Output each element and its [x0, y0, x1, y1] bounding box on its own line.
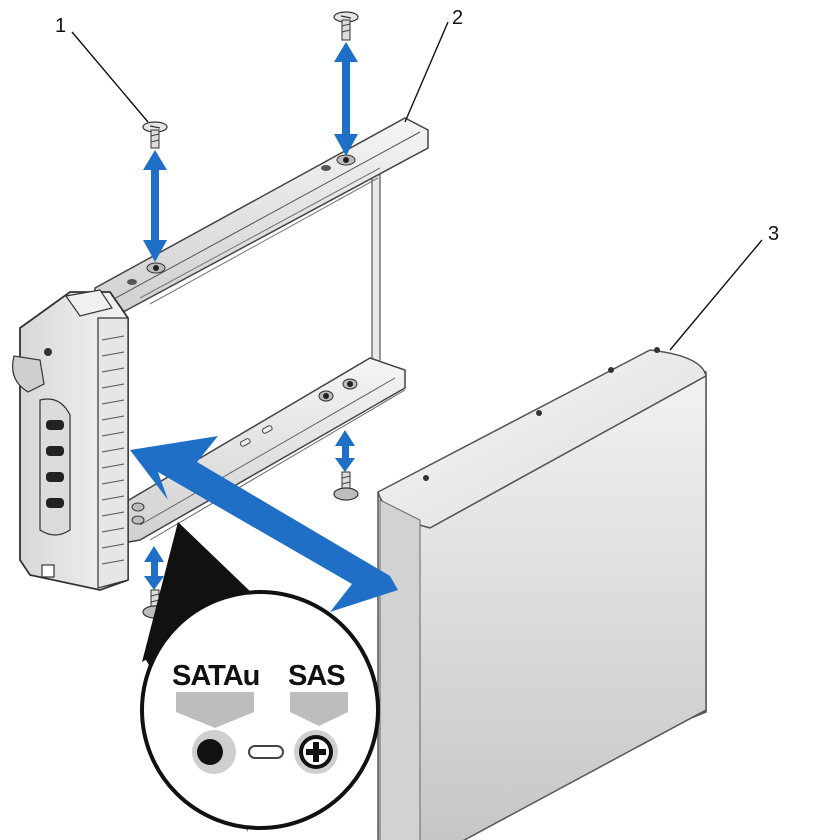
insert-drive-arrow [130, 436, 398, 612]
sata-dot-icon [197, 739, 223, 765]
sata-label: SATAu [172, 660, 260, 692]
hard-drive [377, 347, 707, 840]
callout-3: 3 [768, 223, 780, 245]
leader-lines [71, 21, 763, 351]
connector-zoom-callout [140, 522, 380, 832]
drive-carrier [12, 117, 429, 591]
screw-top-right [333, 11, 359, 41]
screw-bottom-right [333, 471, 359, 501]
callout-2: 2 [452, 7, 464, 29]
screw-arrows [143, 42, 358, 590]
callout-1: 1 [55, 15, 67, 37]
sas-label: SAS [288, 660, 346, 692]
screw-top-left [142, 121, 168, 149]
